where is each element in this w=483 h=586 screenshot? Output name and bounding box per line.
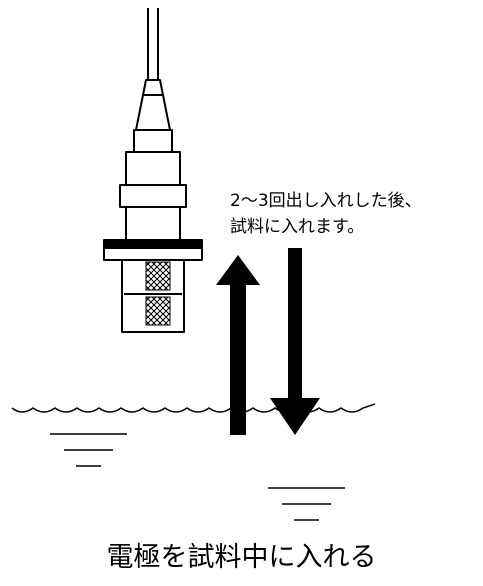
electrode-ring (103, 239, 203, 249)
electrode-probe (103, 8, 203, 333)
instruction-note: 2〜3回出し入れした後、 試料に入れます。 (230, 188, 480, 240)
electrode-connector (119, 184, 187, 208)
water-level-symbol-right (268, 487, 345, 521)
diagram-caption: 電極を試料中に入れる (106, 542, 377, 573)
electrode-neck (135, 79, 171, 131)
arrow-up-icon (216, 255, 260, 435)
instruction-line-2: 試料に入れます。 (230, 217, 365, 237)
water-level-symbol-left (50, 433, 127, 467)
electrode-body (125, 151, 181, 186)
sensor-window-hatching (145, 261, 171, 326)
electrode-collar-top (133, 129, 173, 153)
arrow-down-icon (270, 248, 320, 435)
instruction-line-1: 2〜3回出し入れした後、 (230, 191, 422, 211)
water-surface (11, 403, 376, 413)
